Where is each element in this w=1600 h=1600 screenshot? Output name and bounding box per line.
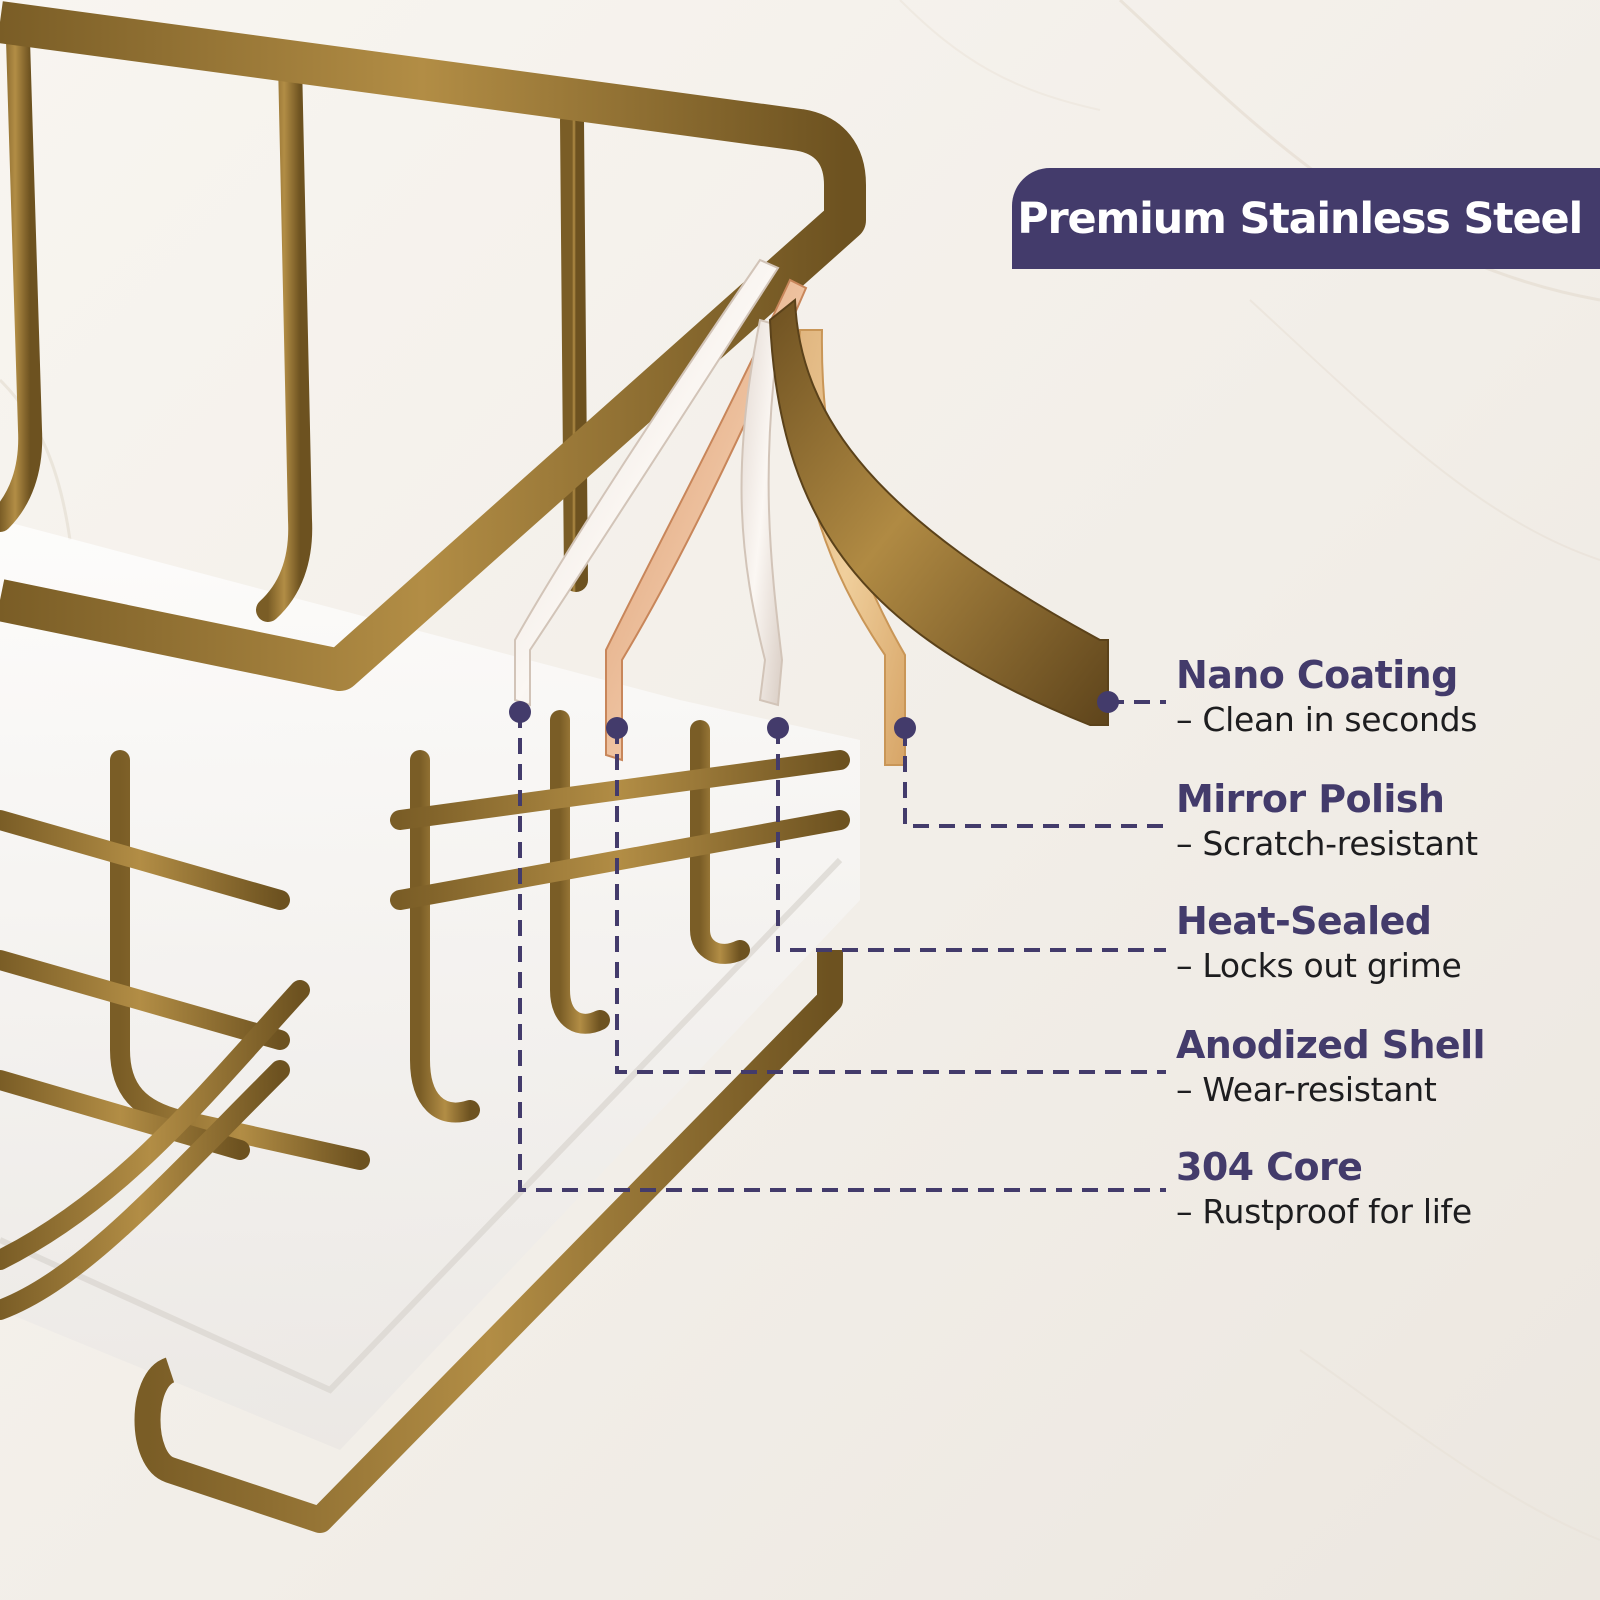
feature-title: Heat-Sealed [1176,899,1432,943]
feature-desc: – Rustproof for life [1176,1192,1472,1231]
title-banner: Premium Stainless Steel [1012,168,1600,269]
feature-title: 304 Core [1176,1145,1363,1189]
banner-title: Premium Stainless Steel [1017,193,1583,244]
feature-title: Anodized Shell [1176,1023,1486,1067]
feature-heat-sealed: Heat-Sealed – Locks out grime [1176,898,1576,988]
feature-desc: – Locks out grime [1176,946,1462,985]
feature-title: Mirror Polish [1176,777,1445,821]
feature-desc: – Clean in seconds [1176,700,1478,739]
feature-title: Nano Coating [1176,653,1458,697]
feature-anodized-shell: Anodized Shell – Wear-resistant [1176,1022,1576,1112]
feature-mirror-polish: Mirror Polish – Scratch-resistant [1176,776,1576,866]
feature-304-core: 304 Core – Rustproof for life [1176,1144,1576,1234]
feature-desc: – Scratch-resistant [1176,824,1478,863]
feature-nano-coating: Nano Coating – Clean in seconds [1176,652,1576,742]
feature-desc: – Wear-resistant [1176,1070,1437,1109]
